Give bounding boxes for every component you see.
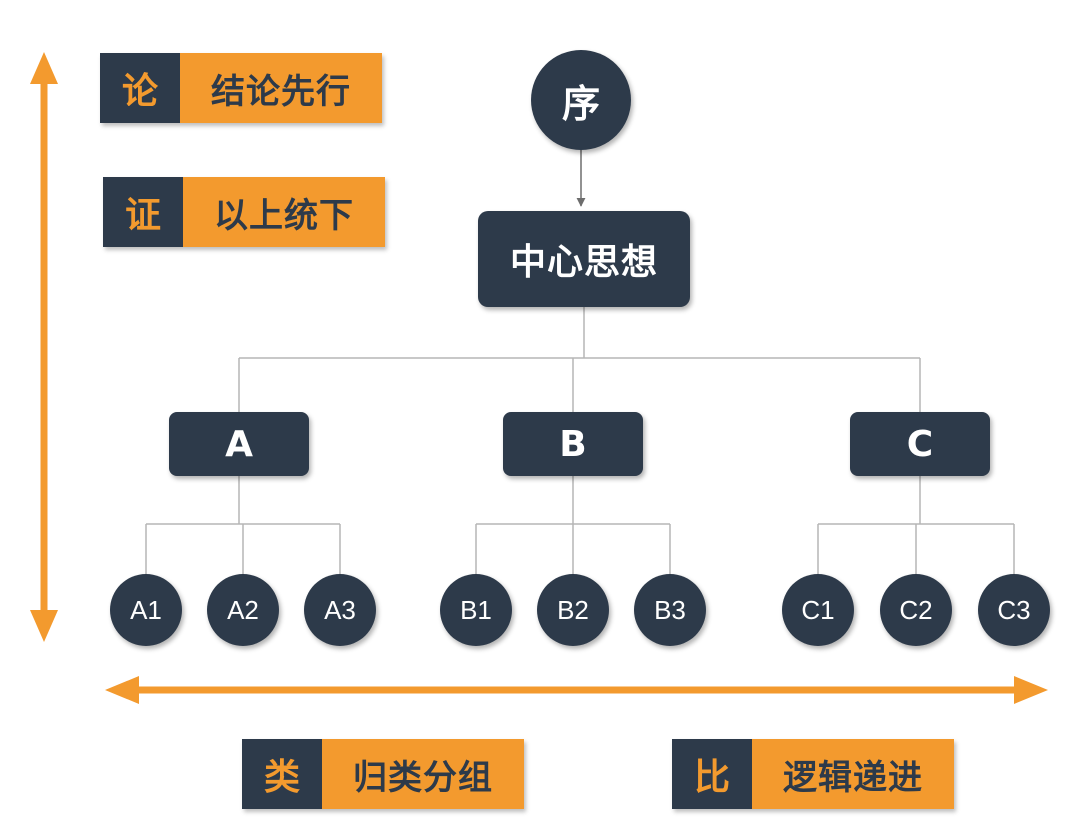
- leaf-node-a3: A3: [304, 574, 376, 646]
- grouping-tag-key: 类: [242, 739, 322, 809]
- grouping-tag: 类 归类分组: [242, 739, 524, 809]
- grouping-tag-value: 归类分组: [322, 739, 524, 809]
- comparison-tag: 比 逻辑递进: [672, 739, 954, 809]
- leaf-node-a2: A2: [207, 574, 279, 646]
- group-b-connectors: [475, 476, 671, 576]
- group-c-connectors: [817, 476, 1015, 576]
- conclusion-tag-key: 论: [100, 53, 180, 123]
- support-tag: 证 以上统下: [103, 177, 385, 247]
- leaf-node-b2: B2: [537, 574, 609, 646]
- group-node-c: C: [850, 412, 990, 476]
- central-connectors: [238, 307, 921, 412]
- group-node-b: B: [503, 412, 643, 476]
- vertical-arrow: [30, 52, 58, 642]
- leaf-node-c3: C3: [978, 574, 1050, 646]
- root-node: 序: [531, 50, 631, 150]
- conclusion-tag-value: 结论先行: [180, 53, 382, 123]
- group-node-a: A: [169, 412, 309, 476]
- leaf-node-c2: C2: [880, 574, 952, 646]
- support-tag-value: 以上统下: [183, 177, 385, 247]
- leaf-node-b3: B3: [634, 574, 706, 646]
- comparison-tag-value: 逻辑递进: [752, 739, 954, 809]
- leaf-node-c1: C1: [782, 574, 854, 646]
- group-a-connectors: [145, 476, 341, 576]
- central-idea-node: 中心思想: [478, 211, 690, 307]
- conclusion-tag: 论 结论先行: [100, 53, 382, 123]
- comparison-tag-key: 比: [672, 739, 752, 809]
- leaf-node-a1: A1: [110, 574, 182, 646]
- leaf-node-b1: B1: [440, 574, 512, 646]
- horizontal-arrow: [105, 676, 1048, 704]
- support-tag-key: 证: [103, 177, 183, 247]
